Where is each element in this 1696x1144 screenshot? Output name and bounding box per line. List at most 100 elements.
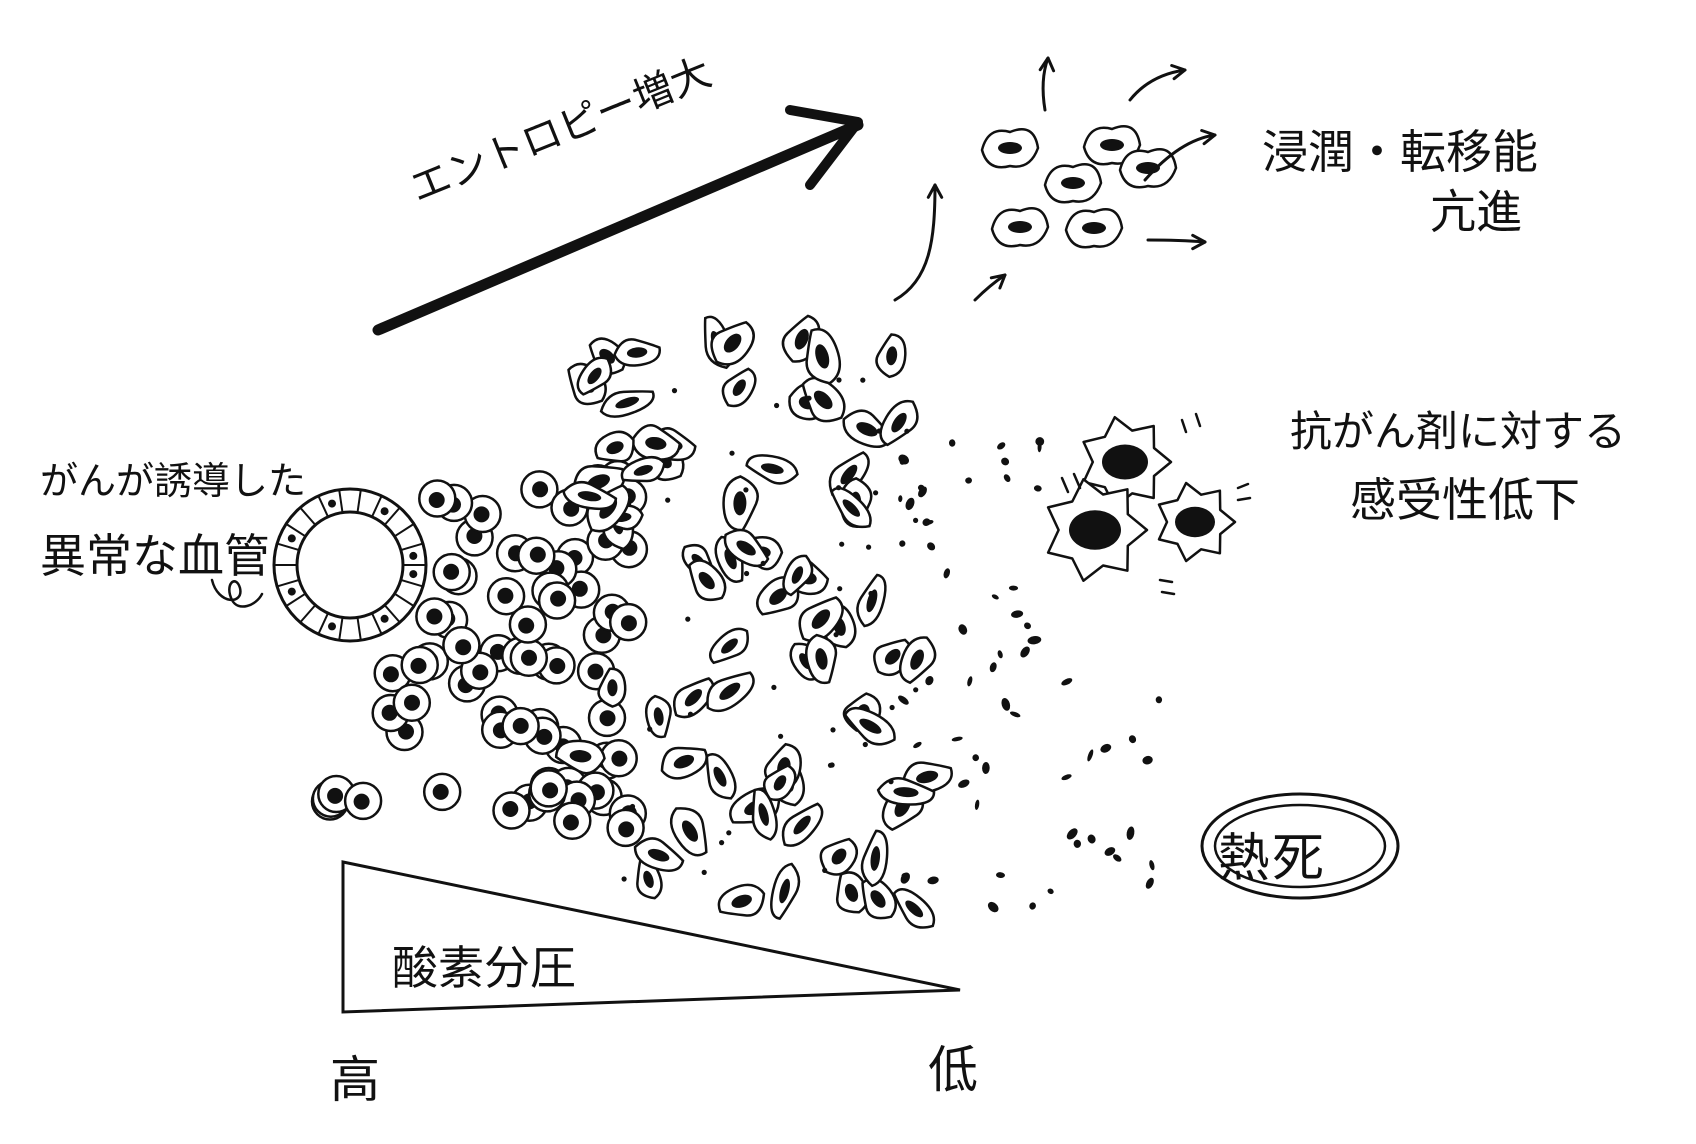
emphasis-tick <box>1072 472 1082 490</box>
round-cell <box>442 626 481 665</box>
irregular-cell <box>594 430 635 463</box>
debris-dot <box>829 762 835 768</box>
invasive-cell <box>1043 163 1103 204</box>
cell-fragment <box>1126 826 1135 840</box>
cell-fragment <box>1020 646 1030 658</box>
vessel-wall-segment <box>338 489 344 513</box>
irregular-cell <box>717 883 766 917</box>
cell-fragment <box>1061 774 1072 781</box>
motion-arrow <box>1128 68 1187 102</box>
irregular-cell <box>782 554 814 597</box>
cell-fragment <box>967 676 973 687</box>
round-cell <box>418 479 457 518</box>
irregular-cell <box>721 367 757 408</box>
debris-dot <box>743 487 749 493</box>
debris-dot <box>873 490 879 496</box>
heat-death-label: 熱死 <box>1218 829 1327 889</box>
emphasis-tick <box>1158 578 1174 584</box>
oxygen-gradient-wedge <box>341 860 961 1014</box>
cell-fragment <box>1142 755 1153 765</box>
emphasis-tick <box>1160 590 1176 596</box>
vessel-nucleus <box>287 534 296 543</box>
vessel-pointer-curl <box>210 578 264 608</box>
debris-dot <box>629 803 636 810</box>
cell-fragment <box>1037 441 1042 453</box>
round-cell <box>501 706 540 746</box>
invasion-motion-arrows <box>893 56 1217 302</box>
cell-fragment <box>997 442 1006 450</box>
motion-arrowhead <box>1200 129 1217 146</box>
debris-dot <box>868 590 874 597</box>
vessel-nucleus <box>287 587 296 596</box>
irregular-cell <box>554 739 606 775</box>
cell-fragment <box>1112 854 1122 862</box>
irregular-cell <box>879 399 919 447</box>
cell-fragment <box>1145 877 1154 889</box>
cell-fragment <box>1009 711 1021 718</box>
emphasis-tick <box>1194 412 1202 428</box>
cell-fragment <box>913 741 922 749</box>
cell-fragment <box>1066 828 1078 840</box>
vessel-nucleus <box>328 499 336 508</box>
debris-dot <box>806 395 812 401</box>
vessel-wall-segment <box>394 592 415 607</box>
motion-arrow <box>1146 238 1207 244</box>
debris-dot <box>729 450 735 456</box>
vessel-wall-segment <box>371 495 383 518</box>
vessel-label-line2: 異常な血管 <box>40 529 270 583</box>
irregular-cell <box>562 480 618 511</box>
cell-fragment <box>898 695 909 705</box>
round-cell <box>529 769 568 808</box>
cell-fragment <box>1003 474 1011 482</box>
debris-dot <box>665 497 671 503</box>
drug-resistance-label-line1: 抗がん剤に対する <box>1290 407 1627 456</box>
debris-dot <box>778 589 784 596</box>
cell-fragment <box>1128 735 1137 744</box>
debris-dot <box>913 687 919 693</box>
cell-fragment <box>1100 743 1112 753</box>
cell-fragment <box>899 540 906 547</box>
vessel-wall-segment <box>394 523 415 538</box>
vessel-wall-segment <box>400 542 424 552</box>
abnormal-blood-vessel <box>272 487 428 643</box>
low-label: 低 <box>928 1041 978 1099</box>
irregular-cell <box>860 829 889 888</box>
debris-dot <box>621 876 627 882</box>
debris-dot <box>830 727 836 733</box>
resistant-cell <box>1082 415 1173 509</box>
debris-dot <box>671 388 678 394</box>
cell-fragment <box>1033 485 1042 492</box>
debris-dot <box>904 428 910 434</box>
invasive-cell <box>1118 148 1178 189</box>
invasive-cell <box>980 128 1040 169</box>
motion-arrowhead <box>1170 64 1187 81</box>
motion-arrowhead <box>926 183 944 199</box>
cell-fragment <box>989 662 997 673</box>
irregular-cell <box>745 454 799 485</box>
irregular-cell <box>843 706 896 746</box>
vessel-wall-segment <box>285 592 306 607</box>
motion-arrowhead <box>989 273 1007 290</box>
vessel-wall-segment <box>356 489 362 513</box>
irregular-cell <box>687 559 727 602</box>
cell-fragment <box>901 872 910 880</box>
cell-fragment <box>927 876 939 885</box>
round-cell <box>520 470 559 509</box>
vessel-wall-segment <box>299 604 317 624</box>
motion-arrow <box>893 183 937 302</box>
irregular-cell <box>705 753 737 800</box>
round-cell <box>432 552 471 592</box>
debris-dot <box>839 541 845 547</box>
round-cell <box>537 581 577 620</box>
cell-fragment <box>905 497 915 511</box>
heat-death-oval <box>1200 792 1400 900</box>
vessel-nucleus <box>409 570 418 579</box>
irregular-cell <box>875 333 907 379</box>
cell-fragment <box>925 675 934 686</box>
irregular-cell <box>706 671 755 713</box>
debris-dot <box>899 459 905 465</box>
debris-dot <box>860 377 866 383</box>
debris-dot <box>726 830 732 836</box>
cell-fragment <box>943 568 951 579</box>
round-cell <box>606 808 645 848</box>
